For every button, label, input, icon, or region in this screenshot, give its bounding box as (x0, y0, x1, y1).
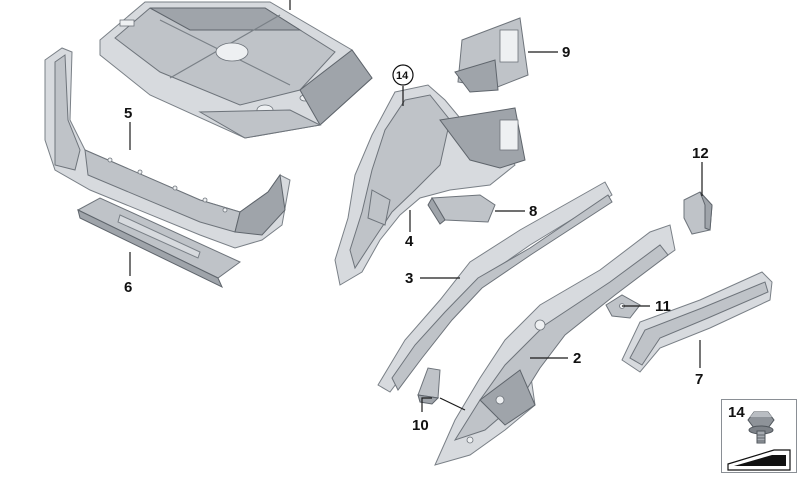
leader-10a (421, 397, 432, 412)
callout-9[interactable]: 9 (562, 44, 570, 61)
callout-2[interactable]: 2 (573, 350, 581, 367)
callout-12[interactable]: 12 (692, 145, 709, 162)
part-bracket-8[interactable] (427, 194, 496, 225)
callout-14-ring (392, 64, 414, 86)
part-rail-3[interactable] (377, 181, 613, 393)
callout-8[interactable]: 8 (529, 203, 537, 220)
callout-7[interactable]: 7 (695, 371, 703, 388)
legend-label: 14 (728, 404, 745, 421)
legend-part-14[interactable]: 14 (721, 399, 797, 473)
part-wheel-arch[interactable] (334, 84, 526, 286)
bolt-icon (727, 411, 791, 471)
part-bracket-10[interactable] (417, 367, 441, 405)
part-lower-strip[interactable] (76, 197, 241, 289)
leader-10b (439, 397, 466, 411)
part-floor-tray[interactable] (99, 1, 373, 139)
part-reinforcement-7[interactable] (621, 271, 773, 373)
callout-11[interactable]: 11 (655, 298, 671, 315)
callout-3[interactable]: 3 (405, 270, 413, 287)
callout-5[interactable]: 5 (124, 105, 132, 122)
part-side-member[interactable] (434, 224, 676, 466)
part-bracket-9[interactable] (454, 17, 529, 93)
callout-14[interactable]: 14 (396, 70, 409, 82)
part-rear-panel[interactable] (44, 47, 291, 249)
part-bracket-12[interactable] (683, 191, 713, 235)
callout-10[interactable]: 10 (412, 417, 429, 434)
callout-4[interactable]: 4 (405, 233, 414, 250)
callout-6[interactable]: 6 (124, 279, 132, 296)
